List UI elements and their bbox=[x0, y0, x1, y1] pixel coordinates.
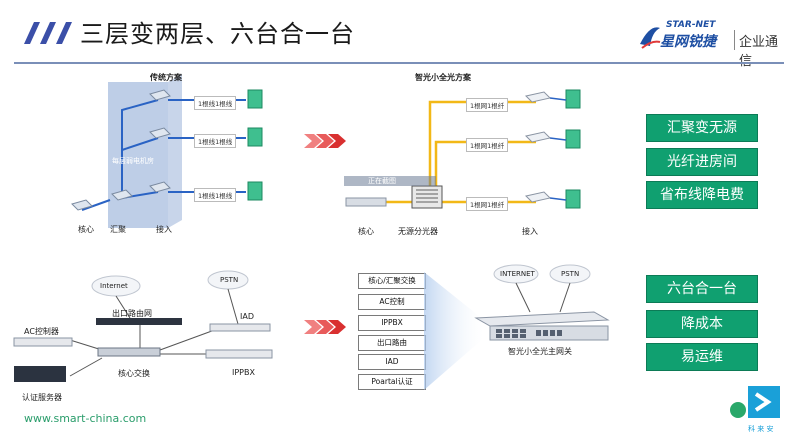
access-switch-icon bbox=[149, 181, 171, 193]
star-net-logo-icon bbox=[640, 27, 661, 49]
watermark-bar bbox=[344, 176, 436, 186]
aggregation-switch-icon bbox=[111, 189, 133, 201]
terminal-icon bbox=[565, 129, 581, 149]
access-ap-icon bbox=[525, 131, 551, 143]
smart-gateway-icon bbox=[474, 311, 610, 327]
terminal-icon bbox=[565, 89, 581, 109]
watermark-text: 正在截图 bbox=[368, 177, 396, 185]
access-label: 接入 bbox=[522, 227, 538, 236]
ippbx-label: IPPBX bbox=[232, 368, 255, 377]
footer-url[interactable]: www.smart-china.com bbox=[24, 412, 147, 425]
benefit-box: 汇聚变无源 bbox=[646, 114, 758, 142]
core-switch-icon bbox=[71, 199, 93, 211]
benefit-box: 六台合一台 bbox=[646, 275, 758, 303]
pstn-label: PSTN bbox=[220, 276, 239, 284]
benefit-box: 省布线降电费 bbox=[646, 181, 758, 209]
ac-controller-label: AC控制器 bbox=[24, 327, 59, 336]
auth-server-icon bbox=[14, 366, 66, 382]
access-switch-icon bbox=[149, 127, 171, 139]
auth-server-label: 认证服务器 bbox=[22, 393, 62, 402]
iad-device-icon bbox=[209, 323, 271, 332]
router-label: 出口路由网 bbox=[112, 309, 152, 318]
link-label: 1根线1根线 bbox=[194, 134, 237, 148]
title-slashes-icon bbox=[24, 22, 72, 44]
function-item: AC控制 bbox=[358, 294, 426, 310]
smart-gateway-label: 智光小全光主网关 bbox=[508, 347, 572, 356]
link-label: 1根网1根纤 bbox=[466, 138, 509, 152]
logo-text-en: STAR-NET bbox=[666, 20, 716, 30]
logo-text-cn: 星网锐捷 bbox=[660, 34, 716, 50]
ac-controller-icon bbox=[13, 337, 73, 347]
terminal-icon bbox=[247, 127, 263, 147]
link-label: 1根网1根纤 bbox=[466, 197, 509, 211]
core-device-icon bbox=[345, 197, 387, 207]
internet-label: INTERNET bbox=[500, 270, 535, 278]
benefit-box: 易运维 bbox=[646, 343, 758, 371]
traditional-heading: 传统方案 bbox=[150, 73, 182, 82]
header-rule bbox=[14, 62, 784, 64]
splitter-icon bbox=[411, 185, 443, 209]
link-label: 1根线1根线 bbox=[194, 188, 237, 202]
benefit-box: 降成本 bbox=[646, 310, 758, 338]
function-item: IAD bbox=[358, 354, 426, 370]
core-label: 核心 bbox=[78, 225, 94, 234]
ippbx-device-icon bbox=[205, 349, 273, 359]
function-item: Poartal认证 bbox=[358, 374, 426, 390]
iad-label: IAD bbox=[240, 312, 254, 321]
access-switch-icon bbox=[149, 89, 171, 101]
transition-arrow-icon bbox=[304, 134, 346, 148]
page-title: 三层变两层、六台合一台 bbox=[80, 20, 355, 48]
transition-arrow-icon bbox=[304, 320, 346, 334]
pstn-label: PSTN bbox=[561, 270, 580, 278]
smart-heading: 智光小全光方案 bbox=[415, 73, 471, 82]
internet-label: Internet bbox=[100, 282, 128, 290]
access-ap-icon bbox=[525, 91, 551, 103]
core-switch-label: 核心交换 bbox=[118, 369, 150, 378]
traditional-diagram bbox=[71, 74, 263, 228]
smart-diagram bbox=[344, 89, 581, 209]
link-label: 1根线1根线 bbox=[194, 96, 237, 110]
function-item: 核心/汇聚交换 bbox=[358, 273, 426, 289]
smart-gateway-diagram bbox=[474, 264, 610, 341]
benefit-box: 光纤进房间 bbox=[646, 148, 758, 176]
terminal-icon bbox=[247, 181, 263, 201]
aggregation-label: 汇聚 bbox=[110, 225, 126, 234]
merge-glow bbox=[424, 272, 484, 390]
link-label: 1根网1根纤 bbox=[466, 98, 509, 112]
core-switch-icon bbox=[97, 347, 161, 357]
brand-logo: STAR-NET 星网锐捷 企业通信 bbox=[638, 20, 788, 69]
router-icon bbox=[96, 318, 182, 325]
function-item: IPPBX bbox=[358, 315, 426, 331]
access-label: 接入 bbox=[156, 225, 172, 234]
function-item: 出口路由 bbox=[358, 335, 426, 351]
corner-logo-text: 科 来 安 bbox=[748, 425, 774, 433]
building-front bbox=[108, 82, 168, 228]
traditional-network-diagram bbox=[13, 270, 273, 382]
terminal-icon bbox=[565, 189, 581, 209]
corner-logo-icon bbox=[730, 386, 780, 418]
access-ap-icon bbox=[525, 191, 551, 203]
logo-text-right: 企业通信 bbox=[739, 35, 779, 69]
splitter-label: 无源分光器 bbox=[398, 227, 438, 236]
machine-room-label: 每层弱电机房 bbox=[112, 157, 154, 165]
logo-separator bbox=[734, 30, 735, 50]
core-label: 核心 bbox=[358, 227, 374, 236]
terminal-icon bbox=[247, 89, 263, 109]
